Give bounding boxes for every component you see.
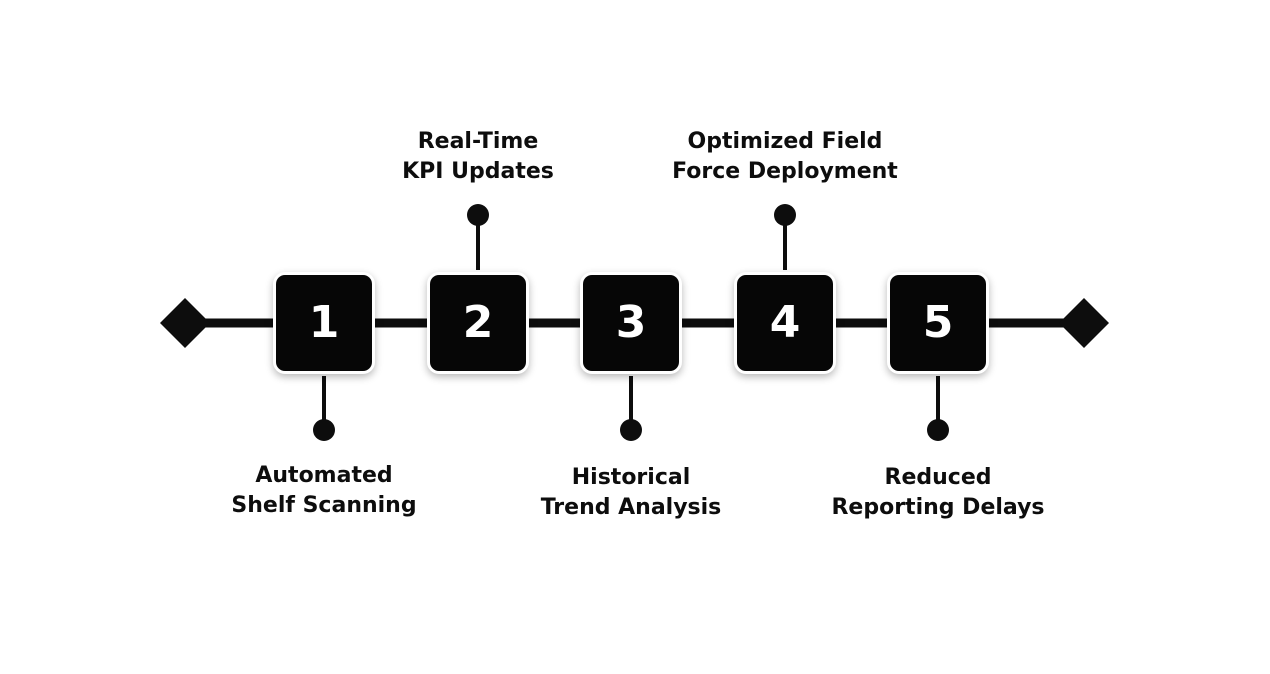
step-4-label-line-1: Optimized Field (687, 129, 883, 154)
step-2-box: 2 (430, 275, 526, 371)
step-1-dot (313, 419, 335, 441)
step-5-label-line-1: Reduced (884, 465, 992, 490)
timeline-end-diamond (1059, 298, 1109, 348)
step-2-label-line-1: Real-Time (417, 129, 539, 154)
step-2-label-line-2: KPI Updates (402, 159, 554, 184)
timeline-start-diamond (160, 298, 210, 348)
step-1-label-line-1: Automated (255, 463, 393, 488)
step-1-box: 1 (276, 275, 372, 371)
step-5-label-line-2: Reporting Delays (831, 495, 1045, 520)
step-2-dot (467, 204, 489, 226)
step-4-dot (774, 204, 796, 226)
step-3-label-line-1: Historical (571, 465, 691, 490)
step-4-box: 4 (737, 275, 833, 371)
step-5-box: 5 (890, 275, 986, 371)
step-1-label-line-2: Shelf Scanning (231, 493, 417, 518)
step-3-dot (620, 419, 642, 441)
step-3-box: 3 (583, 275, 679, 371)
step-4-label-line-2: Force Deployment (672, 159, 898, 184)
step-5-dot (927, 419, 949, 441)
step-3-label-line-2: Trend Analysis (540, 495, 722, 520)
